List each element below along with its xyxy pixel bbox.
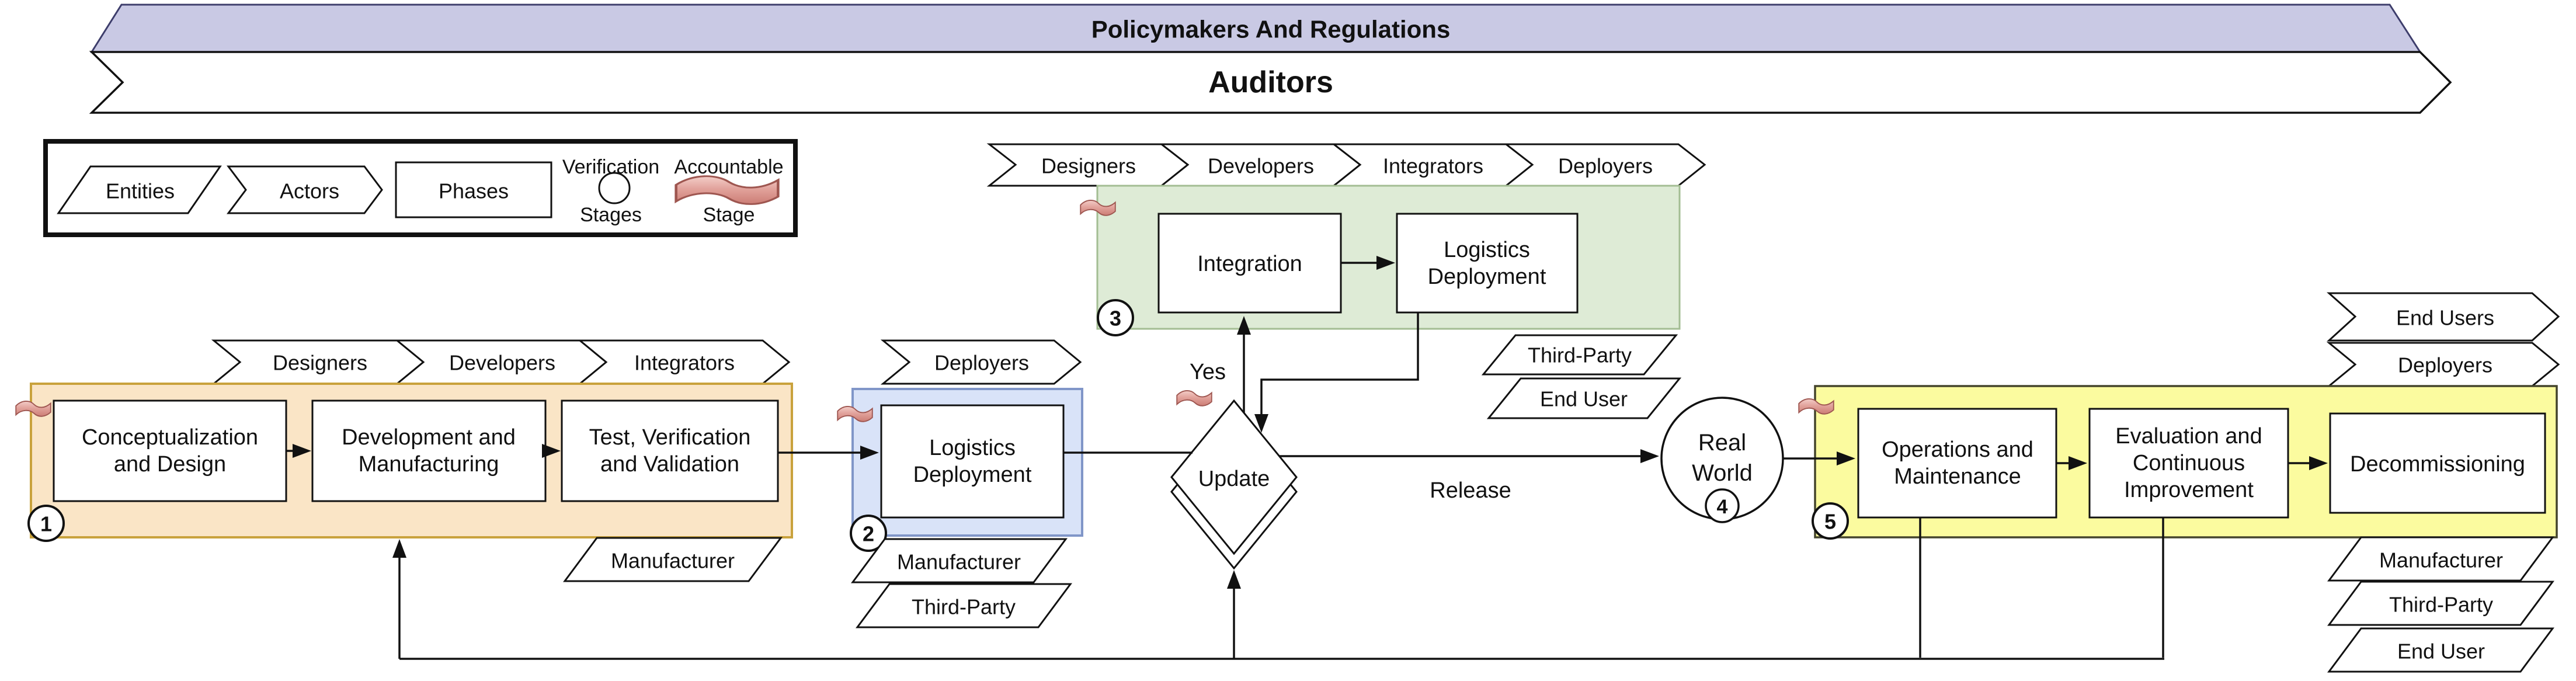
stage3-actor-designers-label: Designers (1041, 154, 1136, 178)
stage2-logistics-deployment: Deployers Logistics Deployment 2 Manufac… (837, 339, 1083, 628)
stage5-entity-thirdparty-shape (2327, 581, 2554, 626)
stage1-phase3-line1: Test, Verification (589, 425, 751, 450)
legend-verification-circle (598, 172, 631, 204)
update-diamond (1170, 399, 1298, 555)
stage1-entity-manufacturer-label: Manufacturer (611, 549, 735, 573)
banner-policymakers: Policymakers And Regulations (90, 4, 2422, 53)
legend: Entities Actors Phases Verification Stag… (43, 139, 798, 237)
stage3-actor-developers-label: Developers (1208, 154, 1314, 178)
stage2-actor-chevron-deployers (880, 339, 1082, 385)
stage5-phase1-line2: Maintenance (1894, 464, 2021, 489)
stage3-entity-thirdparty-shape (1481, 334, 1678, 376)
stage4-number-circle (1705, 488, 1740, 523)
stage3-entity-enduser-label: End User (1540, 387, 1628, 411)
stage1-phase-conceptualization-box (53, 399, 287, 502)
stage2-phase-line2: Deployment (913, 463, 1032, 487)
real-world-line1: Real (1698, 430, 1746, 456)
stage1-entity-manufacturer-shape (563, 537, 783, 582)
stage3-integration: Designers Developers Integrators Deploye… (986, 143, 1706, 419)
legend-phases-label: Phases (439, 179, 509, 203)
update-accountable-ribbon-icon (1176, 390, 1212, 406)
stage3-phase2-line2: Deployment (1428, 265, 1546, 289)
stage3-phase-integration-label: Integration (1197, 252, 1302, 276)
stage2-phase-line1: Logistics (929, 436, 1016, 460)
stage3-phase-logistics-box (1396, 213, 1579, 314)
stage5-entity-manufacturer-shape (2327, 536, 2554, 582)
stage5-entity-enduser-label: End User (2397, 640, 2485, 663)
policymakers-label: Policymakers And Regulations (1091, 16, 1451, 43)
stage3-entity-thirdparty-label: Third-Party (1528, 343, 1632, 367)
legend-entities-shape (57, 165, 222, 214)
stage5-entity-thirdparty-label: Third-Party (2389, 593, 2493, 617)
stage1-phase1-line2: and Design (114, 452, 226, 477)
legend-actors-shape (227, 165, 383, 214)
stage5-entity-manufacturer-label: Manufacturer (2379, 548, 2503, 572)
auditors-band (89, 51, 2452, 114)
stage1-phase3-line2: and Validation (600, 452, 739, 477)
stage1-phase1-line1: Conceptualization (82, 425, 258, 450)
real-world-line2: World (1692, 460, 1753, 486)
stage5-operations: End Users Deployers Operations and Maint… (1798, 292, 2560, 673)
stage1-phase-test-box (561, 399, 779, 502)
stage3-number-circle (1097, 299, 1134, 336)
stage5-actor-endusers-label: End Users (2396, 306, 2494, 330)
release-label: Release (1430, 478, 1511, 503)
stage2-phase-logistics-box (880, 404, 1065, 519)
legend-actors-label: Actors (280, 179, 339, 203)
stage2-number-circle (850, 515, 887, 552)
stage1-actor-designers-label: Designers (273, 351, 367, 375)
stage5-actor-chevron-endusers (2327, 292, 2560, 342)
stage5-entity-enduser-shape (2327, 627, 2554, 673)
stage3-actor-deployers-label: Deployers (1558, 154, 1653, 178)
stage5-phase-decommissioning-box (2329, 412, 2546, 514)
stage3-number: 3 (1110, 307, 1121, 331)
stage1-number: 1 (40, 512, 52, 536)
stage5-number: 5 (1824, 510, 1836, 534)
stage1-phase2-line2: Manufacturing (359, 452, 499, 477)
stage4-number: 4 (1717, 496, 1728, 518)
stage1-number-circle (27, 505, 65, 542)
stage5-phase1-line1: Operations and (1882, 437, 2033, 462)
legend-verification-label-bottom: Stages (580, 204, 642, 226)
stage5-actor-deployers-label: Deployers (2398, 353, 2492, 377)
stage5-phase2-line1: Evaluation and (2115, 424, 2262, 449)
auditors-label: Auditors (1208, 65, 1333, 99)
update-decision: Update Yes Release (1170, 360, 1511, 570)
stage1-phase2-line1: Development and (342, 425, 516, 450)
banner-auditors: Auditors (89, 51, 2452, 114)
stage5-phase-operations-box (1857, 408, 2057, 519)
legend-accountable-label-bottom: Stage (703, 204, 755, 226)
stage1-actor-developers-label: Developers (449, 351, 555, 375)
stage5-phase3-label: Decommissioning (2350, 452, 2525, 477)
legend-accountable-label-top: Accountable (674, 156, 783, 178)
stage5-phase2-line3: Improvement (2124, 478, 2254, 502)
stage2-entity-manufacturer-shape (851, 538, 1068, 583)
stage3-entity-enduser-shape (1486, 377, 1682, 419)
stage2-entity-manufacturer-label: Manufacturer (897, 550, 1021, 574)
connectors (286, 256, 2328, 660)
stage1-phase-development-box (311, 399, 547, 502)
yes-label: Yes (1190, 360, 1226, 384)
stage2-entity-thirdparty-shape (856, 583, 1072, 628)
stage2-entity-thirdparty-label: Third-Party (912, 595, 1016, 619)
stage3-phase-integration-box (1157, 213, 1342, 314)
stage5-phase-evaluation-box (2088, 408, 2289, 519)
stage1-design-manufacturing: Designers Developers Integrators Concept… (15, 339, 793, 582)
arrow-logistics3-to-update (1254, 312, 1419, 433)
update-label: Update (1198, 467, 1270, 491)
stage3-actor-integrators-label: Integrators (1383, 154, 1483, 178)
stage2-number: 2 (863, 522, 874, 546)
stage2-actor-deployers-label: Deployers (934, 351, 1029, 375)
stage5-number-circle (1812, 502, 1849, 540)
stage1-actor-integrators-label: Integrators (634, 351, 735, 375)
stage4-real-world: Real World 4 (1660, 397, 1784, 523)
stage5-phase2-line2: Continuous (2133, 451, 2245, 475)
legend-phases-shape (395, 161, 552, 218)
legend-entities-label: Entities (106, 179, 175, 203)
stage3-phase2-line1: Logistics (1444, 238, 1530, 262)
